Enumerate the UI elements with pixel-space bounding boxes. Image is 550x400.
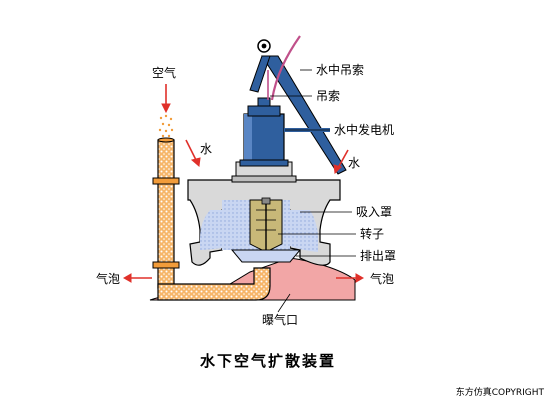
label-water-right: 水: [348, 156, 361, 170]
copyright-text: 东方仿真COPYRIGHT: [455, 388, 544, 398]
label-underwater-rope: 水中吊索: [316, 63, 365, 77]
pipe-flange-bottom: [152, 261, 180, 269]
arrow-water-right: [333, 149, 349, 175]
water-region: [200, 210, 318, 252]
label-bubbles-right: 气泡: [370, 272, 395, 286]
label-suction-hood: 吸入罩: [356, 205, 393, 219]
label-air: 空气: [152, 66, 177, 80]
label-aeration-outlet: 曝气口: [262, 313, 299, 327]
arrow-bubbles-right: [336, 273, 365, 283]
label-discharge-hood: 排出罩: [360, 249, 397, 263]
arrow-air-down: [161, 84, 171, 114]
label-underwater-generator: 水中发电机: [334, 123, 395, 137]
discharge-hood: [230, 249, 302, 263]
air-bubbles-falling: [158, 114, 174, 138]
air-pipe-horizontal: [157, 267, 271, 301]
generator-skirt: [239, 159, 289, 167]
diagram-title: 水下空气扩散装置: [200, 352, 337, 370]
arrow-bubbles-left: [122, 273, 152, 283]
label-bubbles-left: 气泡: [96, 272, 121, 286]
label-water-left: 水: [200, 142, 213, 156]
support-arm: [261, 55, 347, 175]
label-hanging-rope: 吊索: [316, 89, 341, 103]
arrow-water-left: [185, 139, 201, 167]
label-rotor: 转子: [360, 227, 385, 241]
rope-underwater: [270, 35, 301, 101]
pipe-flange-top: [152, 177, 180, 185]
generator-cap: [247, 105, 281, 117]
